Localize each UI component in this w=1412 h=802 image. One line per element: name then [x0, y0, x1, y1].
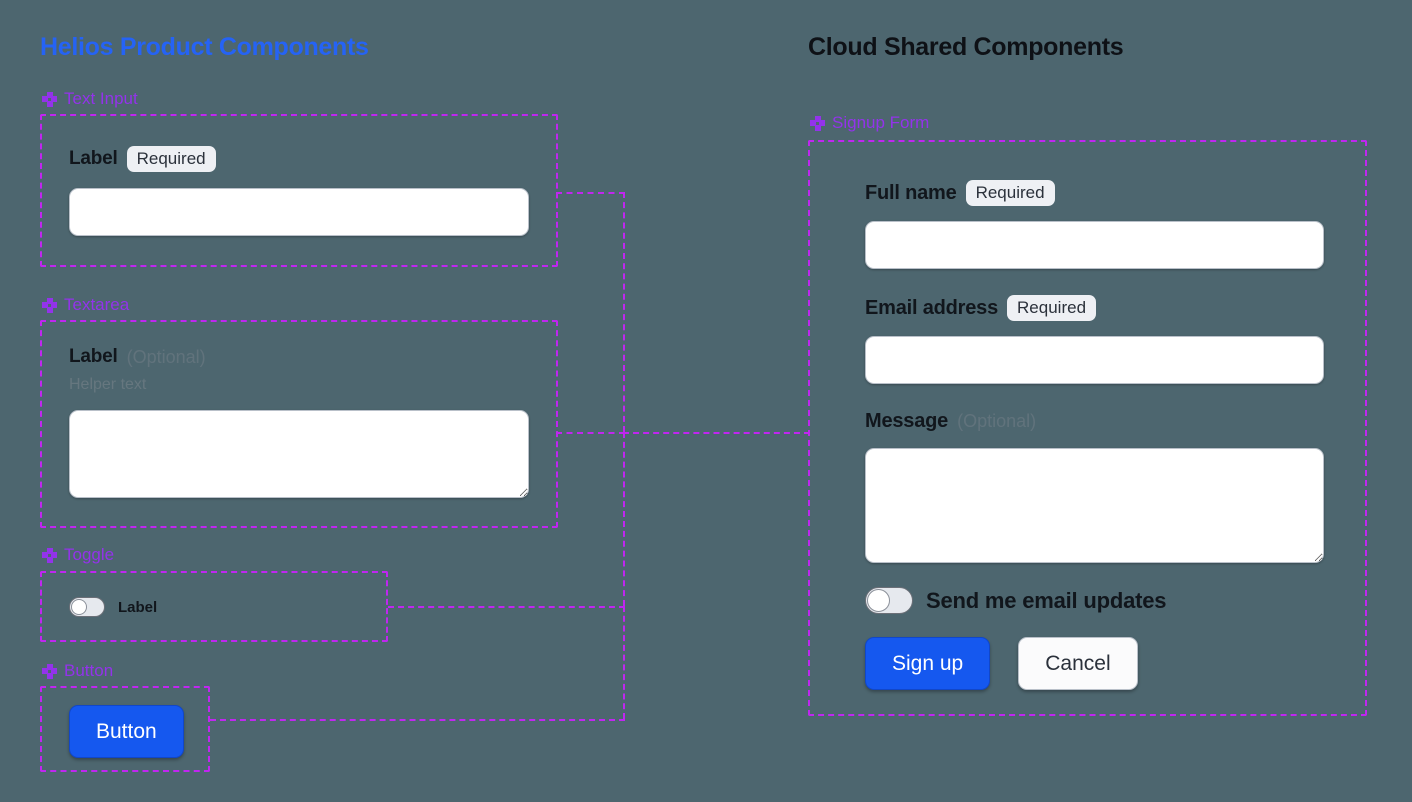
toggle-label: Label	[118, 598, 158, 616]
connector-button-stub	[210, 719, 625, 721]
message-label: Message	[865, 410, 949, 433]
connector-text-input-stub	[556, 192, 625, 194]
status-badge-required: Required	[965, 180, 1055, 207]
full-name-label-row: Full name Required	[865, 180, 1324, 207]
group-label-text: Text Input	[64, 89, 138, 108]
message-textarea[interactable]	[865, 448, 1324, 564]
email-address-label: Email address	[865, 296, 999, 319]
component-box-toggle: Label	[40, 571, 388, 642]
connector-button-riser	[623, 606, 625, 719]
cancel-button[interactable]: Cancel	[1018, 637, 1138, 691]
group-label-textarea: Textarea	[42, 295, 129, 315]
textarea-optional-tag: (Optional)	[126, 346, 206, 367]
group-label-text: Textarea	[64, 295, 130, 314]
message-label-row: Message (Optional)	[865, 410, 1324, 433]
connector-textarea-stub	[556, 432, 625, 434]
textarea-field[interactable]	[69, 410, 529, 498]
group-label-signup-form: Signup Form	[810, 113, 929, 133]
status-badge-required: Required	[126, 146, 216, 173]
diamond-icon	[42, 547, 57, 563]
group-label-text-input: Text Input	[42, 89, 138, 109]
toggle-knob	[867, 589, 890, 613]
connector-toggle-stub	[388, 606, 625, 608]
diamond-icon	[42, 91, 57, 107]
component-box-button: Button	[40, 686, 210, 772]
textarea-helper-text: Helper text	[69, 376, 147, 393]
full-name-input[interactable]	[865, 221, 1324, 270]
textarea-label: Label	[69, 346, 118, 367]
group-label-toggle: Toggle	[42, 545, 114, 565]
group-label-text: Signup Form	[832, 113, 930, 132]
full-name-label: Full name	[865, 181, 957, 204]
toggle-knob	[71, 599, 87, 615]
email-address-input[interactable]	[865, 336, 1324, 385]
component-box-signup-form: Full name Required Email address Require…	[808, 140, 1367, 716]
text-input-field[interactable]	[69, 188, 529, 237]
email-updates-toggle-row[interactable]: Send me email updates	[865, 587, 1324, 615]
group-label-button: Button	[42, 661, 113, 681]
toggle-switch[interactable]	[69, 597, 105, 617]
email-address-label-row: Email address Required	[865, 295, 1324, 322]
email-updates-toggle-switch[interactable]	[865, 587, 913, 615]
group-label-text: Toggle	[64, 545, 115, 564]
connector-toggle-riser	[623, 432, 625, 606]
form-actions: Sign up Cancel	[865, 637, 1324, 691]
message-optional-tag: (Optional)	[957, 411, 1037, 432]
page-title-right: Cloud Shared Components	[808, 33, 1124, 61]
component-box-text-input: Label Required	[40, 114, 558, 267]
text-input-label: Label	[69, 148, 118, 170]
toggle-row[interactable]: Label	[69, 597, 157, 617]
text-input-label-row: Label Required	[69, 146, 529, 173]
status-badge-required: Required	[1007, 295, 1097, 322]
connector-text-input-riser	[623, 192, 625, 432]
sign-up-button[interactable]: Sign up	[865, 637, 991, 691]
diamond-icon	[810, 115, 825, 131]
group-label-text: Button	[64, 661, 114, 680]
demo-button[interactable]: Button	[69, 705, 184, 758]
diamond-icon	[42, 297, 57, 313]
diamond-icon	[42, 663, 57, 679]
component-box-textarea: Label (Optional) Helper text	[40, 320, 558, 528]
textarea-label-row: Label (Optional)	[69, 346, 529, 368]
page-title-left: Helios Product Components	[40, 33, 369, 61]
connector-trunk-main	[623, 432, 810, 434]
email-updates-toggle-label: Send me email updates	[926, 587, 1167, 613]
